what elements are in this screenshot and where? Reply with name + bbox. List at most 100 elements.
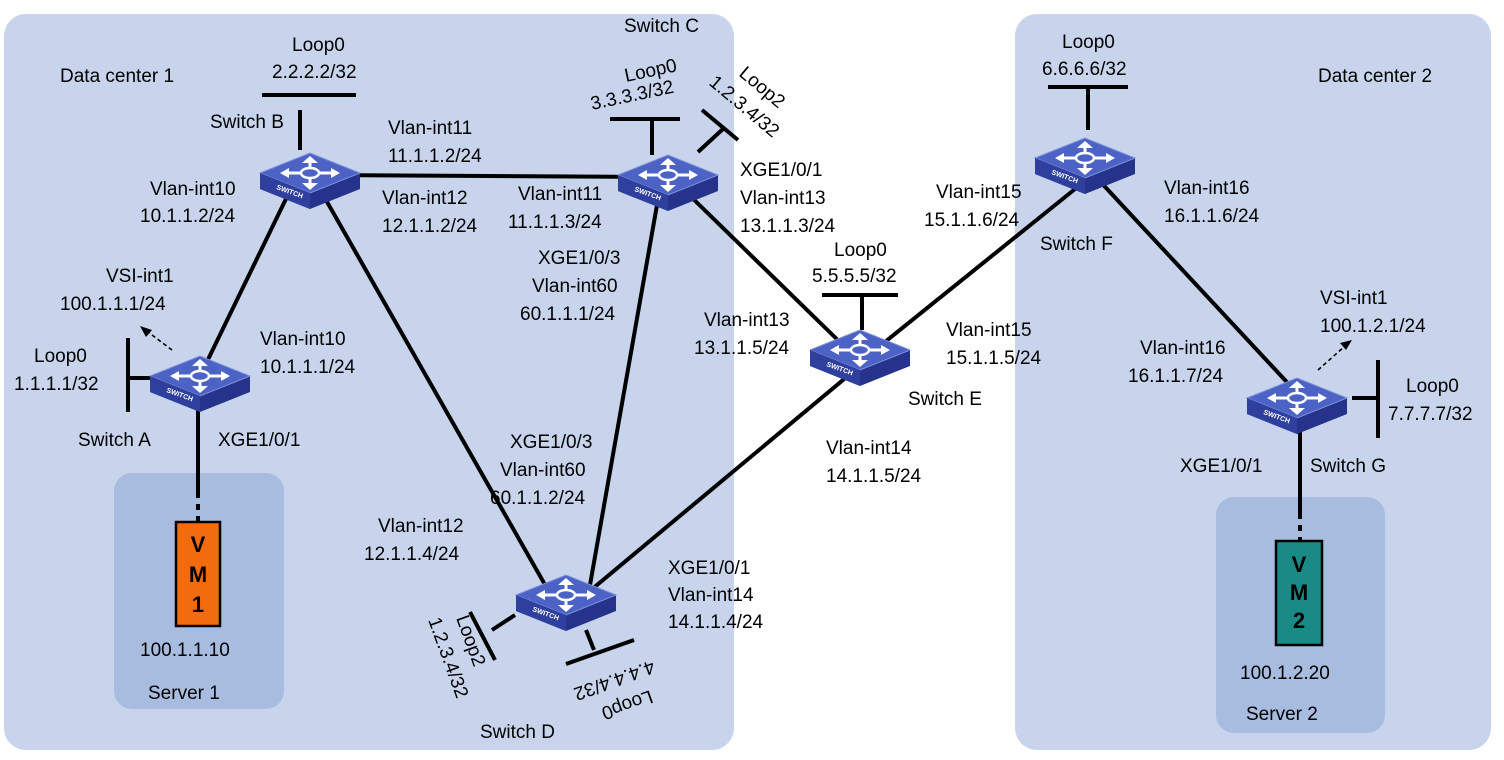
f-vlan16-ip: 16.1.1.6/24 <box>1164 206 1260 227</box>
b-vlan10-name: Vlan-int10 <box>150 179 236 200</box>
vsi-arrowhead-g <box>1340 340 1352 350</box>
link-e-f <box>873 183 1082 352</box>
switch-f-name: Switch F <box>1040 234 1113 255</box>
datacenter-2-title: Data center 2 <box>1318 66 1432 87</box>
switch-f[interactable]: SWITCH <box>1033 136 1137 196</box>
f-vlan15-ip: 15.1.1.6/24 <box>924 210 1020 231</box>
a-loop0-name: Loop0 <box>34 346 87 367</box>
switch-g[interactable]: SWITCH <box>1245 376 1349 436</box>
e-vlan15-ip: 15.1.1.5/24 <box>946 348 1042 369</box>
b-vlan11-name: Vlan-int11 <box>388 118 472 139</box>
g-loop0-name: Loop0 <box>1406 376 1459 397</box>
e-vlan15-name: Vlan-int15 <box>946 320 1032 341</box>
switch-a-name: Switch A <box>78 430 151 451</box>
vsi-arrowhead-a <box>140 326 152 337</box>
vm-1-line1: V <box>191 532 206 557</box>
c-vlan60-ip: 60.1.1.1/24 <box>520 304 616 325</box>
c-vlan13-name: Vlan-int13 <box>740 188 826 209</box>
loop2-stub-c <box>696 126 726 154</box>
c-vlan11-name: Vlan-int11 <box>518 184 602 205</box>
b-vlan10-ip: 10.1.1.2/24 <box>140 206 236 227</box>
d-vlan14-name: Vlan-int14 <box>668 585 754 606</box>
loop0-stub-d <box>584 629 596 651</box>
a-vsi-ip: 100.1.1.1/24 <box>60 294 166 315</box>
b-vlan12-ip: 12.1.1.2/24 <box>382 216 478 237</box>
d-vlan14-ip: 14.1.1.4/24 <box>668 612 764 633</box>
g-vlan16-ip: 16.1.1.7/24 <box>1128 366 1224 387</box>
a-xge: XGE1/0/1 <box>218 430 300 451</box>
server-2-title: Server 2 <box>1246 704 1318 725</box>
e-loop0-ip: 5.5.5.5/32 <box>812 266 897 287</box>
switch-b[interactable]: SWITCH <box>258 151 362 211</box>
vsi-arrow-g <box>1317 345 1346 371</box>
loop0-bar-d <box>565 638 635 666</box>
vm-2-box <box>1274 539 1324 647</box>
vm-2[interactable]: V M 2 <box>1274 539 1324 647</box>
loop2-bar-c <box>700 108 740 142</box>
vm-1[interactable]: V M 1 <box>174 520 222 628</box>
link-b-c <box>319 173 661 179</box>
vm-2-line1: V <box>1292 552 1307 577</box>
b-vlan11-ip: 11.1.1.2/24 <box>388 146 482 167</box>
vm-1-line2: M <box>189 562 207 587</box>
f-loop0-ip: 6.6.6.6/32 <box>1042 59 1127 80</box>
g-vlan16-name: Vlan-int16 <box>1140 338 1226 359</box>
c-xge1: XGE1/0/1 <box>740 160 822 181</box>
link-c-e <box>680 186 850 352</box>
g-vsi-name: VSI-int1 <box>1320 288 1388 309</box>
f-loop0-name: Loop0 <box>1062 32 1115 53</box>
switch-b-name: Switch B <box>210 112 284 133</box>
c-vlan11-ip: 11.1.1.3/24 <box>508 212 602 233</box>
link-c-d <box>588 187 662 586</box>
datacenter-1-title: Data center 1 <box>60 66 174 87</box>
server-1-title: Server 1 <box>148 683 220 704</box>
a-vsi-name: VSI-int1 <box>106 266 174 287</box>
vsi-arrow-a <box>147 331 173 351</box>
switch-e[interactable]: SWITCH <box>808 328 912 388</box>
loop2-stub-d <box>490 613 517 632</box>
g-xge: XGE1/0/1 <box>1180 456 1262 477</box>
c-vlan60-name: Vlan-int60 <box>532 276 618 297</box>
a-vlan10-name: Vlan-int10 <box>260 329 346 350</box>
c-vlan13-ip: 13.1.1.3/24 <box>740 216 836 237</box>
f-vlan16-name: Vlan-int16 <box>1164 178 1250 199</box>
d-xge3: XGE1/0/3 <box>510 432 592 453</box>
switch-d-name: Switch D <box>480 722 555 743</box>
e-vlan13-name: Vlan-int13 <box>704 310 790 331</box>
switch-c[interactable]: SWITCH <box>616 153 720 213</box>
c-xge3: XGE1/0/3 <box>538 248 620 269</box>
vm-2-ip: 100.1.2.20 <box>1240 663 1330 684</box>
switch-e-name: Switch E <box>908 389 982 410</box>
switch-d[interactable]: SWITCH <box>514 573 618 633</box>
vm-1-ip: 100.1.1.10 <box>140 640 230 661</box>
link-f-g <box>1093 174 1299 395</box>
a-loop0-ip: 1.1.1.1/32 <box>14 374 99 395</box>
g-vsi-ip: 100.1.2.1/24 <box>1320 316 1426 337</box>
f-vlan15-name: Vlan-int15 <box>936 182 1022 203</box>
switch-g-name: Switch G <box>1310 456 1386 477</box>
b-vlan12-name: Vlan-int12 <box>382 188 468 209</box>
vm-1-line3: 1 <box>192 592 204 617</box>
b-loop0-name: Loop0 <box>292 35 345 56</box>
e-vlan13-ip: 13.1.1.5/24 <box>694 338 790 359</box>
link-b-d <box>316 185 550 591</box>
link-d-e <box>583 368 857 597</box>
e-loop0-name: Loop0 <box>834 240 887 261</box>
vm-2-line2: M <box>1290 580 1308 605</box>
link-a-b <box>198 169 302 377</box>
vm-2-line3: 2 <box>1293 608 1305 633</box>
d-vlan60-ip: 60.1.1.2/24 <box>490 488 586 509</box>
b-loop0-ip: 2.2.2.2/32 <box>272 62 357 83</box>
switch-a[interactable]: SWITCH <box>148 354 252 414</box>
switch-c-name: Switch C <box>624 16 699 37</box>
vm-1-box <box>174 520 222 628</box>
d-xge1: XGE1/0/1 <box>668 558 750 579</box>
g-loop0-ip: 7.7.7.7/32 <box>1388 404 1473 425</box>
d-vlan60-name: Vlan-int60 <box>500 460 586 481</box>
a-vlan10-ip: 10.1.1.1/24 <box>260 357 356 378</box>
loop2-bar-d <box>468 611 497 661</box>
d-vlan12-name: Vlan-int12 <box>378 516 464 537</box>
e-vlan14-name: Vlan-int14 <box>826 438 912 459</box>
e-vlan14-ip: 14.1.1.5/24 <box>826 466 922 487</box>
